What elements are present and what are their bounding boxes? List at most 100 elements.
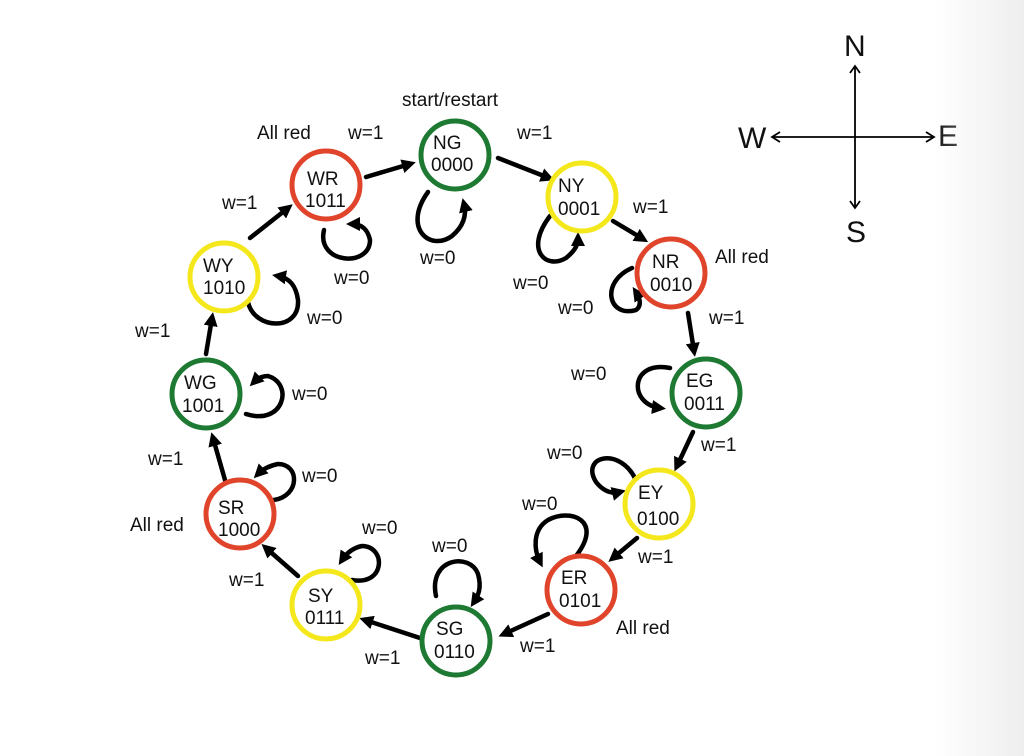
state-er-name: ER [561,568,587,589]
loop-labels: w=0 w=0 w=0 w=0 w=0 w=0 w=0 w=0 w=0 w=0 … [291,248,606,557]
start-restart-label: start/restart [402,90,499,111]
state-wg-code: 1001 [182,396,224,417]
note-nr: All red [715,247,769,268]
edge-sg-sy [359,615,423,641]
self-loops [243,189,673,607]
loop-label-ey: w=0 [546,443,582,464]
state-wr[interactable]: WR 1011 [289,148,363,222]
note-wr: All red [257,123,311,144]
label-ng-ny: w=1 [516,123,552,144]
state-ng[interactable]: NG 0000 [418,118,492,192]
state-ny-code: 0001 [558,199,600,220]
loop-er [530,513,589,568]
state-ey-code: 0100 [637,509,679,530]
edge-sr-wg [208,432,228,483]
state-sy-code: 0111 [305,608,344,629]
edge-wg-wy [203,312,218,357]
state-nr-name: NR [652,252,679,273]
transitions [203,155,700,641]
compass-north-label: N [844,30,866,63]
label-wy-wr: w=1 [221,193,257,214]
compass-north-arrowhead [849,64,861,74]
edge-sy-sr [261,544,301,579]
loop-label-wr: w=0 [333,268,369,289]
compass-south-arrowhead [849,200,861,210]
state-sg[interactable]: SG 0110 [419,604,493,678]
state-wy-name: WY [203,256,234,277]
loop-ny [535,213,585,264]
edge-ny-nr [610,218,649,243]
label-ny-nr: w=1 [632,197,668,218]
loop-label-er: w=0 [521,494,557,515]
edge-eg-ey [674,429,696,472]
edge-nr-eg [685,310,700,357]
state-ny[interactable]: NY 0001 [545,160,619,234]
edge-ey-er [608,535,640,562]
loop-nr [609,265,647,314]
edge-wy-wr [247,204,293,241]
loop-label-eg: w=0 [570,364,606,385]
state-nr[interactable]: NR 0010 [634,236,708,310]
edge-ng-ny [495,155,555,182]
edge-er-sg [498,611,551,638]
loop-label-wg: w=0 [291,384,327,405]
state-sr-code: 1000 [218,520,260,541]
state-wy[interactable]: WY 1010 [187,240,261,314]
state-wy-code: 1010 [203,278,245,299]
loop-label-sr: w=0 [301,466,337,487]
label-sg-sy: w=1 [364,648,400,669]
loop-eg [635,364,673,414]
state-ny-name: NY [558,176,585,197]
label-nr-eg: w=1 [708,308,744,329]
state-sy-name: SY [308,586,334,607]
loop-wg [243,371,285,419]
label-sy-sr: w=1 [228,570,264,591]
label-wr-ng: w=1 [347,123,383,144]
label-wg-wy: w=1 [134,321,170,342]
loop-sr [253,461,297,503]
label-sr-wg: w=1 [147,449,183,470]
state-eg-code: 0011 [684,394,725,415]
loop-label-sg: w=0 [431,536,467,557]
transition-labels: w=1 w=1 w=1 w=1 w=1 w=1 w=1 w=1 w=1 w=1 … [134,123,744,669]
state-ey-name: EY [638,483,664,504]
state-sy[interactable]: SY 0111 [289,568,363,642]
state-ng-code: 0000 [431,155,473,176]
state-er-code: 0101 [559,591,601,612]
note-sr: All red [130,515,184,536]
edge-wr-ng [363,159,416,180]
loop-wy [245,270,301,326]
loop-label-sy: w=0 [361,518,397,539]
state-wr-name: WR [307,169,339,190]
state-sr-name: SR [218,498,244,519]
compass-west-label: W [738,122,767,155]
page-edge-shadow [934,0,1024,756]
loop-label-nr: w=0 [557,298,593,319]
state-wr-code: 1011 [305,191,346,212]
loop-label-ng: w=0 [419,248,455,269]
loop-sy [338,543,381,583]
all-red-notes: All red All red All red All red [130,123,769,639]
loop-label-wy: w=0 [306,308,342,329]
label-ey-er: w=1 [637,547,673,568]
label-eg-ey: w=1 [700,435,736,456]
state-sr[interactable]: SR 1000 [203,477,277,551]
loop-label-ny: w=0 [512,273,548,294]
state-eg-name: EG [686,371,713,392]
compass-west-arrowhead [770,131,781,143]
state-sg-name: SG [436,619,463,640]
state-sg-code: 0110 [434,642,475,663]
state-wg[interactable]: WG 1001 [169,357,243,431]
loop-ey [590,456,639,501]
state-er[interactable]: ER 0101 [544,553,618,627]
states: NG 0000 NY 0001 NR 0010 EG 0011 EY 0100 … [169,118,743,678]
state-eg[interactable]: EG 0011 [669,356,743,430]
label-er-sg: w=1 [519,636,555,657]
state-nr-code: 0010 [650,275,692,296]
compass-south-label: S [846,216,866,249]
state-wg-name: WG [184,373,217,394]
loop-sg [432,559,485,607]
state-ey[interactable]: EY 0100 [622,467,696,541]
loop-wr [321,217,373,261]
